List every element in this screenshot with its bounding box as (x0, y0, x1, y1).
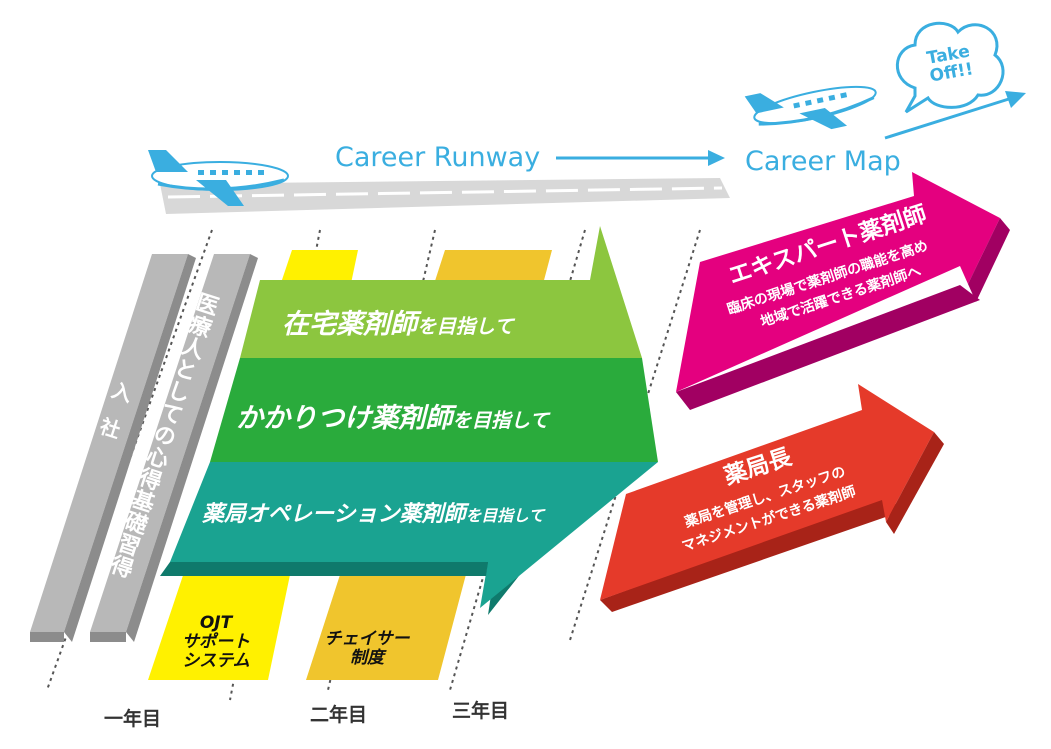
ojt-support-system: OJT サポート システム (166, 614, 266, 671)
track-family-main: かかりつけ薬剤師 (236, 403, 453, 434)
expert-arrow (676, 172, 1010, 410)
plane-in-air-icon (744, 85, 877, 130)
manager-arrow (600, 384, 944, 612)
runway-arrow (556, 150, 725, 166)
takeoff-arrow (884, 91, 1026, 140)
year-3-label: 三年目 (452, 700, 510, 722)
takeoff-bubble (895, 21, 1005, 114)
ojt-line1: OJT (199, 613, 233, 633)
year-1-label: 一年目 (104, 708, 162, 730)
track-home-care-suffix: を目指して (417, 315, 514, 338)
ojt-line2: サポート (182, 632, 250, 652)
chaser-line2: 制度 (350, 648, 384, 668)
plane-on-runway-icon (148, 150, 289, 206)
ojt-line3: システム (182, 651, 250, 671)
chaser-line1: チェイサー (324, 629, 410, 649)
runway-label: Career Runway (335, 142, 541, 173)
track-home-care-main: 在宅薬剤師 (282, 309, 417, 340)
career-map-label: Career Map (745, 146, 901, 177)
column-entry-bar (30, 254, 196, 642)
training-arrow (160, 226, 658, 615)
track-operations-main: 薬局オペレーション薬剤師 (202, 502, 466, 527)
track-family-suffix: を目指して (452, 409, 549, 432)
track-family-pharmacist: かかりつけ薬剤師を目指して (236, 396, 549, 435)
runway (160, 178, 730, 214)
column-basics-bar (90, 254, 258, 642)
chaser-system: チェイサー 制度 (312, 630, 422, 668)
track-operations: 薬局オペレーション薬剤師を目指して (202, 496, 544, 528)
year-2-label: 二年目 (310, 704, 368, 726)
track-operations-suffix: を目指して (465, 506, 545, 525)
track-home-care: 在宅薬剤師を目指して (282, 302, 514, 341)
takeoff-text: Take Off!! (925, 42, 974, 87)
